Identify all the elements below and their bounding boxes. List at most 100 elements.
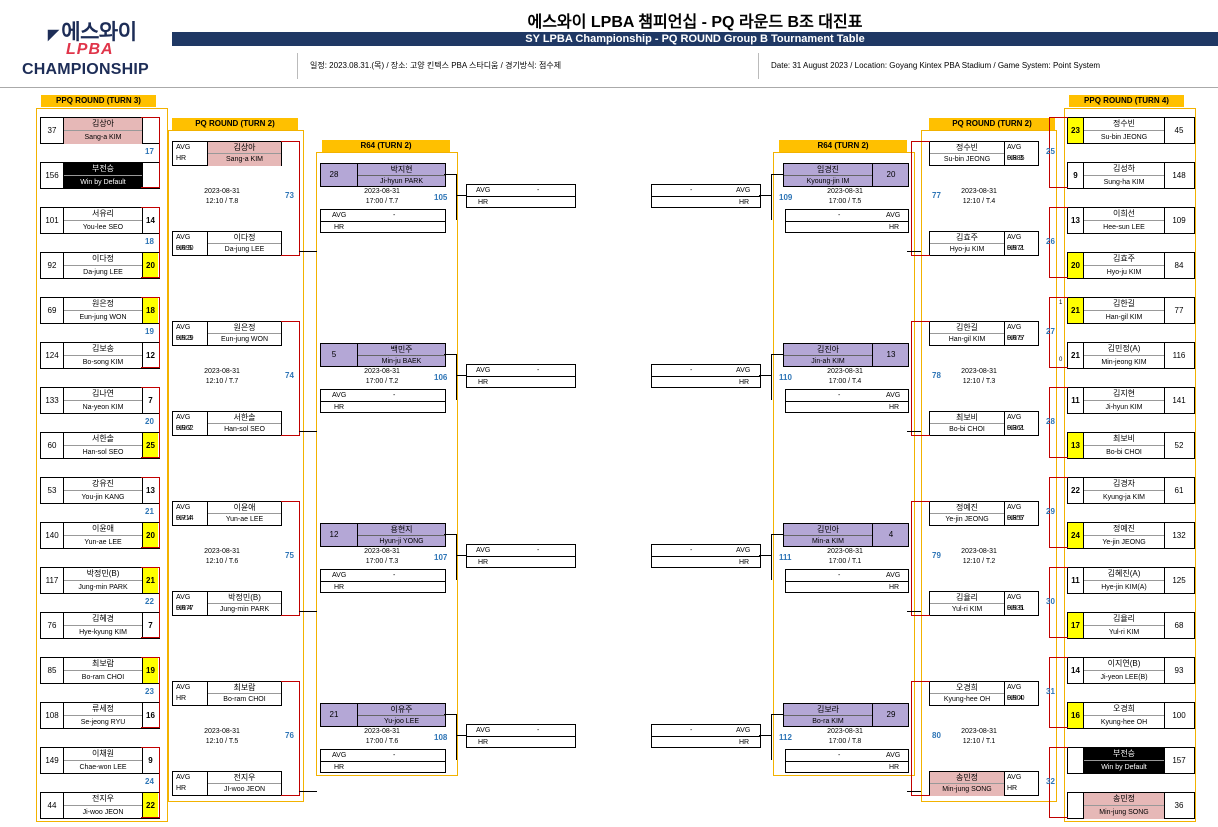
r64-left-qualifier-slot[interactable]: AVG-HR xyxy=(320,569,446,593)
r64-left-result[interactable]: AVG-HR xyxy=(466,724,576,748)
cell-divider xyxy=(63,478,64,503)
hr-label: HR xyxy=(739,199,750,206)
match-number: 73 xyxy=(285,191,294,200)
hr-label: HR xyxy=(478,199,489,206)
connector-line xyxy=(771,534,772,580)
player-name-en: Eun-jung WON xyxy=(208,333,281,346)
match-number: 28 xyxy=(1046,416,1055,426)
r64-left-qualifier-slot[interactable]: AVG-HR xyxy=(320,749,446,773)
player-name-en: Hye-jin KIM(A) xyxy=(1084,580,1164,594)
r64-left-qualifier-slot[interactable]: AVG-HR xyxy=(320,209,446,233)
r64-left-qualifier-slot[interactable]: AVG-HR xyxy=(320,389,446,413)
score-placeholder: - xyxy=(393,752,396,759)
avg-label: AVG xyxy=(886,392,901,399)
player-name-ko: 김상아 xyxy=(64,118,142,130)
player-name-ko: 이희선 xyxy=(1112,209,1136,218)
ppq-left-header: PPQ ROUND (TURN 3) xyxy=(41,95,156,107)
score-placeholder: - xyxy=(838,392,841,399)
score-cell: 16 xyxy=(1068,703,1083,728)
r64-left-result[interactable]: AVG-HR xyxy=(466,184,576,208)
cell-divider xyxy=(1083,208,1084,233)
connector-line xyxy=(444,174,456,175)
r64-left-result[interactable]: AVG-HR xyxy=(466,364,576,388)
match-date: 2023-08-31 xyxy=(961,728,997,735)
connector-line xyxy=(907,791,921,792)
player-name-en: Ji-hyun KIM xyxy=(1084,400,1164,414)
connector-line xyxy=(444,714,456,715)
player-name-ko: 박지현 xyxy=(390,165,413,174)
match-time-table: 12:10 / T.1 xyxy=(962,738,996,745)
score-placeholder: - xyxy=(838,752,841,759)
r64-left-result[interactable]: AVG-HR xyxy=(466,544,576,568)
result-row: HR xyxy=(652,736,760,748)
cell-divider xyxy=(142,298,143,323)
hr-label: HR xyxy=(739,739,750,746)
avg-label: AVG 0.857 xyxy=(1007,504,1025,522)
player-name-ko: 송민정 xyxy=(930,772,1004,783)
